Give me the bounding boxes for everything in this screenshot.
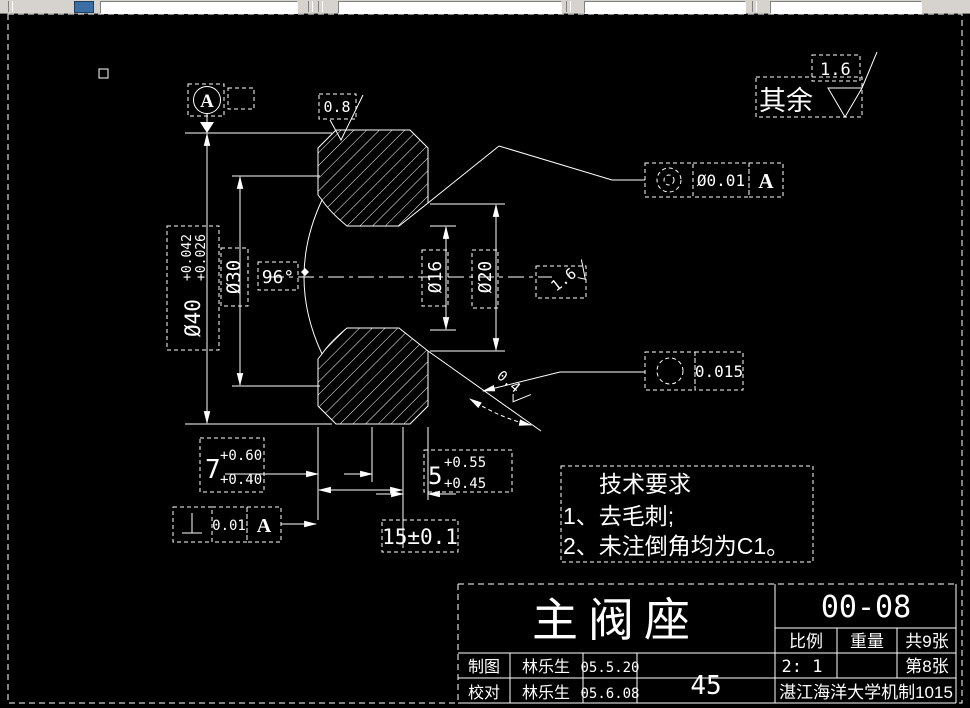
weight-label: 重量 [850,632,884,651]
concentricity-icon-inner [663,174,675,186]
concentricity-datum[interactable]: A [758,169,774,193]
general-roughness-label[interactable]: 其余 [759,86,813,116]
upper-hatched-section[interactable] [317,129,429,227]
dim-len7-tol-lower[interactable]: +0.40 [220,472,262,488]
tech-req-item-2[interactable]: 2、未注倒角均为C1。 [563,533,789,559]
perpendicularity-datum[interactable]: A [257,515,272,537]
lower-hatched-section[interactable] [317,327,429,425]
dim-len7-text[interactable]: 7 [205,455,221,485]
drawn-name: 林乐生 [522,658,570,676]
check-date: 05.6.08 [580,686,639,702]
toolbar-separator [308,1,313,12]
gdt-concentricity-leader [498,145,645,181]
dim-len5-tol-upper[interactable]: +0.55 [444,455,486,471]
drawing-number[interactable]: 00-08 [821,590,911,625]
dim-dia20-text[interactable]: Ø20 [475,261,496,294]
dim-dia40-tol-lower[interactable]: +0.026 [194,234,209,281]
dim-dia30[interactable]: Ø30 [220,175,320,387]
total-sheets: 共9张 [905,632,948,651]
grip-square[interactable] [98,68,109,79]
roughness-top-face[interactable]: 0.8 [318,93,364,142]
toolbar-icon[interactable] [74,1,94,13]
check-name: 林乐生 [522,684,570,702]
datum-a-symbol[interactable]: A [187,83,255,133]
dim-dia16[interactable]: Ø16 [421,225,456,331]
gdt-perpendicularity-frame[interactable]: 0.01 A [172,506,318,543]
toolbar-dropdown[interactable] [584,1,746,14]
roughness-cone-value[interactable]: 1.6 [547,264,579,295]
dim-dia40[interactable]: Ø40 +0.042 +0.026 [166,132,332,425]
tech-req-title[interactable]: 技术要求 [599,471,691,497]
check-label: 校对 [468,684,500,702]
drawn-date: 05.5.20 [580,660,639,676]
dim-len7-tol-upper[interactable]: +0.60 [220,448,262,464]
dim-dia20[interactable]: Ø20 [430,203,505,352]
dim-dia40-tol-upper[interactable]: +0.042 [180,234,195,281]
dim-len5-text[interactable]: 5 [428,462,442,490]
gdt-circularity-frame[interactable]: 0.015 [481,351,744,392]
dim-len5-tol-lower[interactable]: +0.45 [444,476,486,492]
tech-requirements[interactable]: 技术要求 1、去毛刺; 2、未注倒角均为C1。 [560,465,814,563]
gdt-concentricity-frame[interactable]: Ø0.01 A [498,145,784,198]
dim-len7[interactable]: 7 +0.60 +0.40 [199,427,374,520]
roughness-symbol-triangle [827,87,863,118]
sheet-number: 第8张 [905,657,948,676]
datum-triangle [200,122,214,133]
dim-cone-angle[interactable]: 96° [257,261,299,291]
concentricity-value[interactable]: Ø0.01 [697,171,745,190]
dim-dia16-text[interactable]: Ø16 [425,261,446,294]
toolbar-separator [566,1,571,12]
title-block: 主阀座 00-08 比例 重量 共9张 2: 1 第8张 湛江海洋大学机制101… [457,583,957,704]
toolbar-separator [752,1,757,12]
scale-value: 2: 1 [782,657,823,677]
dim-len15-text[interactable]: 15±0.1 [382,525,458,549]
part-name[interactable]: 主阀座 [532,594,700,646]
perpendicularity-value[interactable]: 0.01 [212,518,246,534]
scale-label: 比例 [789,632,823,651]
general-roughness-note[interactable]: 其余 1.6 [755,51,878,118]
material: 45 [690,671,721,701]
grip-diamond[interactable] [301,268,309,276]
dim-len15[interactable]: 15±0.1 [317,486,459,553]
cone-line-upper[interactable] [427,145,500,204]
toolbar-separator [318,1,323,12]
tech-req-item-1[interactable]: 1、去毛刺; [563,503,674,529]
gdt-circularity-leader [481,371,645,392]
dim-dia40-text[interactable]: Ø40 [181,299,205,337]
dim-dia30-text[interactable]: Ø30 [223,260,245,294]
part-section[interactable] [268,129,552,432]
roughness-seat-face[interactable]: 0.4 [469,368,533,426]
toolbar-separator [8,1,13,12]
datum-a-letter[interactable]: A [200,91,214,112]
concentricity-icon [656,167,682,193]
angular-dim-arc[interactable] [469,398,533,426]
toolbar-dropdown[interactable] [770,1,922,14]
perpendicularity-icon [182,513,202,534]
circularity-icon [656,357,684,385]
circularity-value[interactable]: 0.015 [695,362,743,381]
drawn-label: 制图 [468,658,500,676]
general-roughness-value[interactable]: 1.6 [820,60,851,80]
organization: 湛江海洋大学机制1015 [779,683,953,702]
roughness-top-value[interactable]: 0.8 [323,98,350,116]
cone-angle-text[interactable]: 96° [262,267,295,288]
